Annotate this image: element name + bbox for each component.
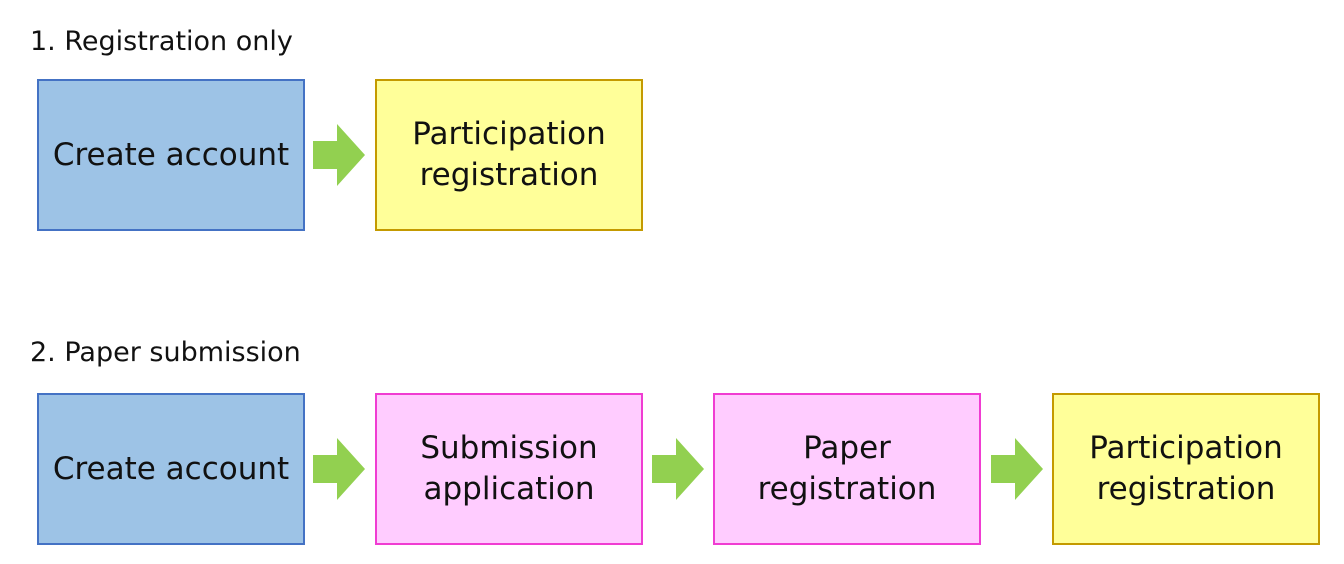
step-participation-registration: Participation registration [375, 79, 643, 231]
step-label: Participation registration [1089, 430, 1283, 507]
step-label: Create account [52, 136, 290, 173]
section-title-paper-submission: 2. Paper submission [30, 337, 301, 368]
step-participation-registration: Participation registration [1052, 393, 1320, 545]
right-arrow-icon [991, 438, 1043, 500]
step-create-account: Create account [37, 393, 305, 545]
step-label: Submission application [420, 430, 598, 507]
step-create-account: Create account [37, 79, 305, 231]
right-arrow-icon [313, 124, 365, 186]
step-submission-application: Submission application [375, 393, 643, 545]
step-label: Create account [52, 450, 290, 487]
section-title-registration-only: 1. Registration only [30, 26, 293, 57]
step-label: Paper registration [757, 430, 937, 507]
right-arrow-icon [313, 438, 365, 500]
step-label: Participation registration [412, 116, 606, 193]
right-arrow-icon [652, 438, 704, 500]
step-paper-registration: Paper registration [713, 393, 981, 545]
